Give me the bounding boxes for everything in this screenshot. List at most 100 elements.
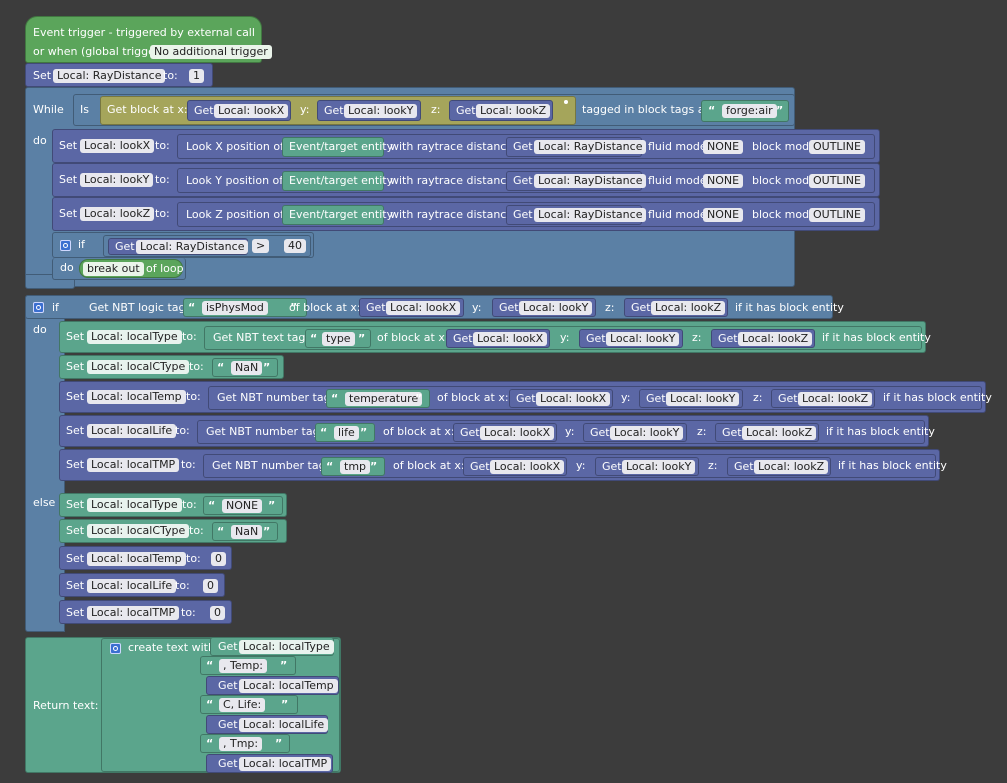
text-type[interactable]: “ type ” bbox=[305, 329, 371, 348]
get-lookx[interactable]: Get Local: lookX bbox=[453, 423, 557, 442]
set-localtemp-zero-block[interactable]: Set Local: localTemp to: 0 bbox=[59, 546, 232, 570]
var-dropdown-lookz[interactable]: Local: lookZ bbox=[738, 332, 813, 346]
event-target-entity[interactable]: Event/target entity bbox=[282, 171, 393, 191]
event-target-entity[interactable]: Event/target entity bbox=[282, 205, 393, 225]
text-field[interactable]: forge:air bbox=[722, 104, 777, 118]
text-field[interactable]: temperature bbox=[345, 392, 423, 406]
gear-icon[interactable] bbox=[60, 240, 71, 251]
block-mode-dropdown[interactable]: OUTLINE bbox=[809, 174, 865, 188]
var-dropdown-lookx[interactable]: Local: lookX bbox=[473, 332, 548, 346]
number-field[interactable]: 1 bbox=[189, 69, 204, 83]
look-y-position-block[interactable]: Look Y position of Event/target entity w… bbox=[177, 168, 875, 193]
text-forge-air[interactable]: “ forge:air ” bbox=[701, 100, 789, 122]
fluid-mode-dropdown[interactable]: NONE bbox=[703, 208, 744, 222]
break-out-dropdown[interactable]: break out bbox=[83, 262, 144, 276]
set-locallife-zero-block[interactable]: Set Local: localLife to: 0 bbox=[59, 573, 225, 597]
var-dropdown-lookx[interactable]: Local: lookX bbox=[480, 426, 555, 440]
fluid-mode-dropdown[interactable]: NONE bbox=[703, 174, 744, 188]
get-lookz[interactable]: Get Local: lookZ bbox=[727, 457, 831, 476]
get-raydistance[interactable]: Get Local: RayDistance bbox=[108, 238, 249, 255]
get-nbt-number-block[interactable]: Get NBT number tag “ tmp ” of block at x… bbox=[203, 454, 947, 478]
get-looky[interactable]: Get Local: lookY bbox=[317, 100, 421, 121]
set-localctype-block[interactable]: Set Local: localCType to: “ NaN ” bbox=[59, 355, 284, 379]
get-lookz[interactable]: Get Local: lookZ bbox=[771, 389, 875, 408]
var-dropdown-looky[interactable]: Local: lookY bbox=[622, 460, 696, 474]
var-dropdown-localtmp[interactable]: Local: localTMP bbox=[239, 757, 332, 771]
if-nbt-header[interactable]: if Get NBT logic tag “ isPhysMod ” of bl… bbox=[25, 295, 844, 319]
number-field[interactable]: 0 bbox=[203, 579, 218, 593]
text-nan[interactable]: “ NaN ” bbox=[212, 522, 278, 541]
var-dropdown-localtemp[interactable]: Local: localTemp bbox=[239, 679, 338, 693]
var-dropdown-localctype[interactable]: Local: localCType bbox=[87, 524, 190, 538]
var-dropdown-lookx[interactable]: Local: lookX bbox=[386, 301, 461, 315]
var-dropdown-looky[interactable]: Local: lookY bbox=[80, 173, 154, 187]
compare-block[interactable]: Get Local: RayDistance > 40 bbox=[103, 235, 311, 257]
set-lookz-block[interactable]: Set Local: lookZ to: Look Z position of … bbox=[52, 197, 880, 231]
var-dropdown-localtype[interactable]: Local: localType bbox=[239, 640, 334, 654]
var-dropdown-localctype[interactable]: Local: localCType bbox=[87, 360, 190, 374]
set-localtmp-zero-block[interactable]: Set Local: localTMP to: 0 bbox=[59, 600, 232, 624]
get-localtemp[interactable]: Get Local: localTemp bbox=[206, 676, 339, 695]
get-raydistance[interactable]: Get Local: RayDistance bbox=[506, 205, 647, 225]
fluid-mode-dropdown[interactable]: NONE bbox=[703, 140, 744, 154]
get-block-at-block[interactable]: Get block at x: Get Local: lookX y: Get … bbox=[100, 96, 576, 125]
var-dropdown-lookz[interactable]: Local: lookZ bbox=[742, 426, 817, 440]
get-lookx[interactable]: Get Local: lookX bbox=[509, 389, 613, 408]
event-trigger-block[interactable]: Event trigger - triggered by external ca… bbox=[25, 16, 272, 63]
look-z-position-block[interactable]: Look Z position of Event/target entity w… bbox=[177, 202, 875, 227]
get-nbt-text-block[interactable]: Get NBT text tag “ type ” of block at x:… bbox=[204, 326, 931, 350]
var-dropdown-looky[interactable]: Local: lookY bbox=[519, 301, 593, 315]
var-dropdown-localtype[interactable]: Local: localType bbox=[87, 498, 182, 512]
get-lookx[interactable]: Get Local: lookX bbox=[359, 298, 464, 317]
text-none[interactable]: “ NONE ” bbox=[203, 496, 283, 515]
text-field[interactable]: life bbox=[334, 426, 359, 440]
set-looky-block[interactable]: Set Local: lookY to: Look Y position of … bbox=[52, 163, 880, 197]
var-dropdown-raydistance[interactable]: Local: RayDistance bbox=[534, 140, 647, 154]
text-field[interactable]: isPhysMod bbox=[202, 301, 268, 315]
text-field[interactable]: NaN bbox=[231, 361, 263, 375]
text-temperature[interactable]: “ temperature ” bbox=[326, 389, 430, 408]
var-dropdown-lookx[interactable]: Local: lookX bbox=[214, 104, 289, 118]
set-localtype-none-block[interactable]: Set Local: localType to: “ NONE ” bbox=[59, 493, 287, 517]
get-locallife[interactable]: Get Local: localLife bbox=[206, 715, 329, 734]
operator-dropdown[interactable]: > bbox=[252, 239, 270, 253]
text-field[interactable]: NONE bbox=[222, 499, 263, 513]
get-lookx[interactable]: Get Local: lookX bbox=[446, 329, 550, 348]
var-dropdown-lookz[interactable]: Local: lookZ bbox=[476, 104, 551, 118]
if-raydistance-block[interactable]: if Get Local: RayDistance > 40 bbox=[52, 232, 314, 258]
var-dropdown-looky[interactable]: Local: lookY bbox=[344, 104, 418, 118]
get-looky[interactable]: Get Local: lookY bbox=[579, 329, 683, 348]
text-tmp-label[interactable]: “ , Tmp: ” bbox=[200, 734, 290, 753]
get-looky[interactable]: Get Local: lookY bbox=[639, 389, 743, 408]
set-localtmp-block[interactable]: Set Local: localTMP to: Get NBT number t… bbox=[59, 449, 947, 481]
var-dropdown-localtemp[interactable]: Local: localTemp bbox=[87, 552, 186, 566]
get-looky[interactable]: Get Local: lookY bbox=[595, 457, 699, 476]
get-lookz[interactable]: Get Local: lookZ bbox=[449, 100, 553, 121]
break-out-block[interactable]: break out of loop bbox=[79, 259, 184, 278]
var-dropdown-raydistance[interactable]: Local: RayDistance bbox=[136, 240, 249, 254]
var-dropdown-lookx[interactable]: Local: lookX bbox=[536, 392, 611, 406]
var-dropdown-looky[interactable]: Local: lookY bbox=[606, 332, 680, 346]
gear-icon[interactable] bbox=[110, 643, 121, 654]
get-nbt-number-block[interactable]: Get NBT number tag “ temperature ” of bl… bbox=[208, 386, 992, 410]
get-lookx[interactable]: Get Local: lookX bbox=[463, 457, 567, 476]
block-mode-dropdown[interactable]: OUTLINE bbox=[809, 140, 865, 154]
set-localtemp-block[interactable]: Set Local: localTemp to: Get NBT number … bbox=[59, 381, 992, 413]
set-lookx-block[interactable]: Set Local: lookX to: Look X position of … bbox=[52, 129, 880, 163]
text-life[interactable]: “ life ” bbox=[315, 423, 375, 442]
text-field[interactable]: type bbox=[322, 332, 355, 346]
get-localtype[interactable]: Get Local: localType bbox=[210, 637, 334, 656]
get-looky[interactable]: Get Local: lookY bbox=[492, 298, 596, 317]
var-dropdown-localtmp[interactable]: Local: localTMP bbox=[87, 606, 180, 620]
number-field[interactable]: 40 bbox=[284, 239, 306, 253]
var-dropdown-raydistance[interactable]: Local: RayDistance bbox=[534, 208, 647, 222]
var-dropdown-locallife[interactable]: Local: localLife bbox=[87, 579, 177, 593]
get-lookz[interactable]: Get Local: lookZ bbox=[711, 329, 815, 348]
var-dropdown-lookz[interactable]: Local: lookZ bbox=[798, 392, 873, 406]
look-x-position-block[interactable]: Look X position of Event/target entity w… bbox=[177, 134, 875, 159]
var-dropdown-localtype[interactable]: Local: localType bbox=[87, 330, 182, 344]
if-else-block[interactable] bbox=[25, 295, 65, 632]
event-target-entity[interactable]: Event/target entity bbox=[282, 137, 393, 157]
get-raydistance[interactable]: Get Local: RayDistance bbox=[506, 171, 647, 191]
set-localctype-nan-block[interactable]: Set Local: localCType to: “ NaN ” bbox=[59, 519, 287, 543]
